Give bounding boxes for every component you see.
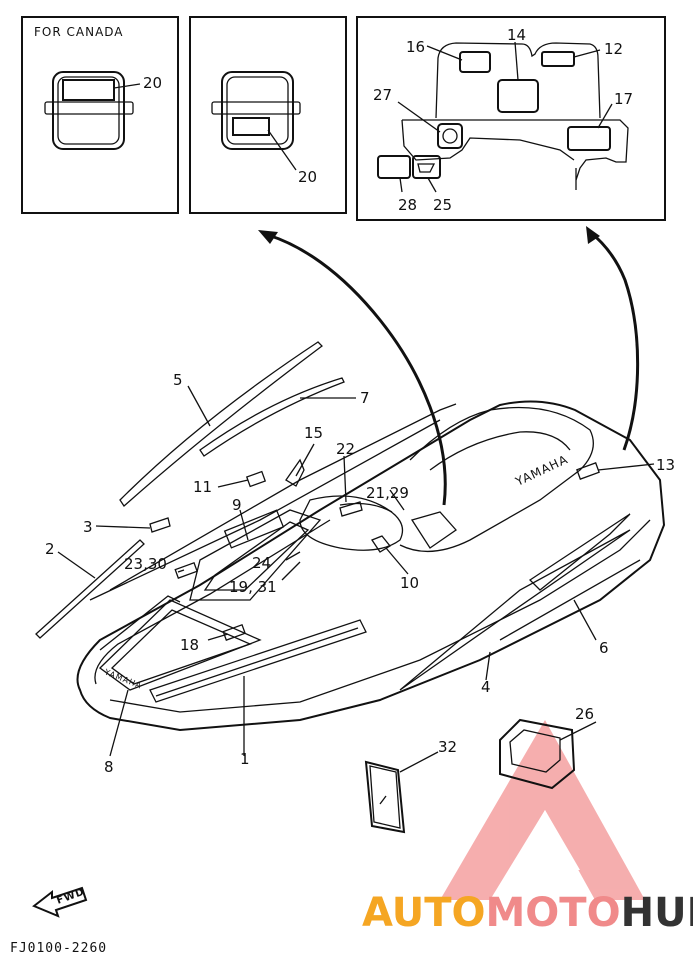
inset-canada: FOR CANADA 20 <box>21 16 179 214</box>
callout-5: 5 <box>173 371 183 389</box>
callout-labels: 1 2 3 4 5 6 7 8 9 10 11 13 15 18 19, 31 … <box>45 371 675 776</box>
callout-8: 8 <box>104 758 114 776</box>
callout-9: 9 <box>232 496 242 514</box>
callout-2: 2 <box>45 540 55 558</box>
callout-19-31: 19, 31 <box>229 578 277 596</box>
watermark-hub: HUB <box>621 890 693 936</box>
callout-27: 27 <box>373 86 392 104</box>
callout-leaders <box>57 385 655 773</box>
callout-6: 6 <box>599 639 609 657</box>
inset-caption: FOR CANADA <box>34 25 124 39</box>
callout-14: 14 <box>507 26 526 44</box>
callout-18: 18 <box>180 636 199 654</box>
callout-26: 26 <box>575 705 594 723</box>
callout-11: 11 <box>193 478 212 496</box>
callout-20-standard: 20 <box>298 168 317 186</box>
watermark-text: AUTOMOTOHUB <box>362 890 693 936</box>
inset-standard: 20 <box>189 16 347 214</box>
callout-22: 22 <box>336 440 355 458</box>
callout-24: 24 <box>252 554 271 572</box>
callout-23-30: 23,30 <box>124 555 167 573</box>
callout-4: 4 <box>481 678 491 696</box>
drawing-code: FJ0100-2260 <box>10 941 107 956</box>
callout-3: 3 <box>83 518 93 536</box>
callout-12: 12 <box>604 40 623 58</box>
callout-13: 13 <box>656 456 675 474</box>
callout-25: 25 <box>433 196 452 214</box>
callout-15: 15 <box>304 424 323 442</box>
callout-17: 17 <box>614 90 633 108</box>
callout-28: 28 <box>398 196 417 214</box>
fwd-arrow-icon: FWD <box>32 887 88 918</box>
pointer-arrows <box>258 226 640 506</box>
watermark-moto: MOTO <box>486 890 621 936</box>
callout-16: 16 <box>406 38 425 56</box>
callout-7: 7 <box>360 389 370 407</box>
loose-part-32 <box>364 760 406 834</box>
watermark-logo <box>440 720 645 900</box>
hull-yamaha-front: YAMAHA <box>102 667 143 691</box>
loose-part-26 <box>499 718 576 790</box>
fwd-label: FWD <box>55 887 86 907</box>
watercraft-hull: YAMAHA YAMAHA <box>35 341 666 732</box>
callout-32: 32 <box>438 738 457 756</box>
callout-20-canada: 20 <box>143 74 162 92</box>
callout-10: 10 <box>400 574 419 592</box>
callout-1: 1 <box>240 750 250 768</box>
svg-text:AUTOMOTOHUB: AUTOMOTOHUB <box>362 890 693 936</box>
watermark-auto: AUTO <box>362 890 486 936</box>
callout-21-29: 21,29 <box>366 484 409 502</box>
inset-console: 16 14 12 27 17 28 25 <box>356 16 666 221</box>
